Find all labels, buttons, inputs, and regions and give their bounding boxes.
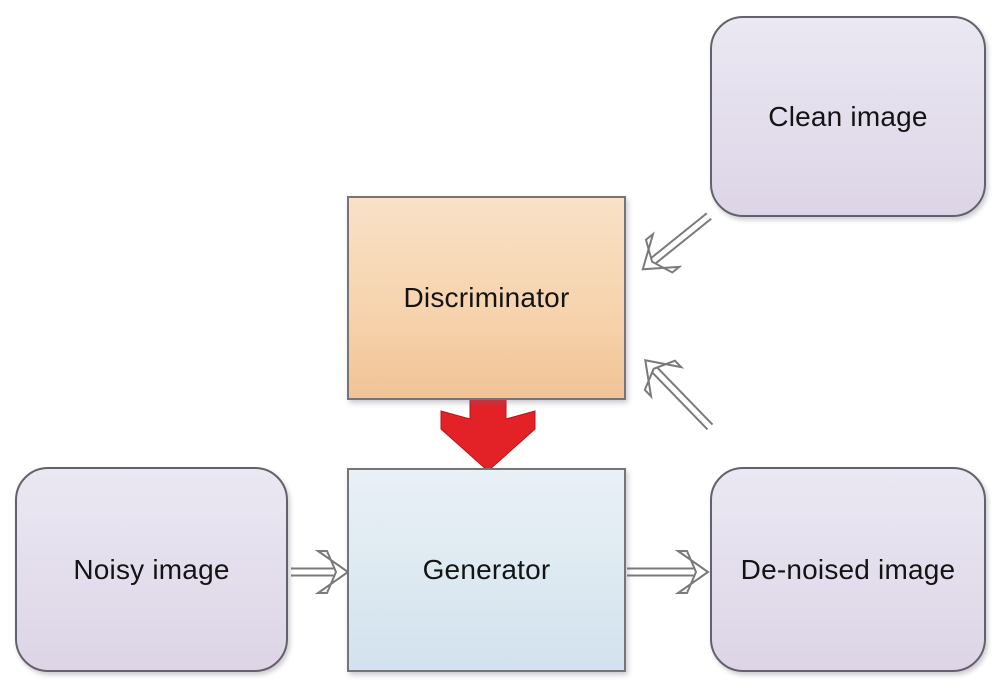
node-discriminator: Discriminator [347,196,626,400]
node-generator: Generator [347,468,626,672]
node-noisy-image: Noisy image [15,467,288,672]
arrow-noisy-to-generator [291,550,350,594]
node-generator-label: Generator [422,554,551,585]
arrow-clean-to-discriminator [641,212,712,274]
node-clean-image: Clean image [710,16,986,217]
node-clean-image-label: Clean image [768,100,928,132]
arrow-generator-to-denoised [627,550,710,594]
node-discriminator-label: Discriminator [403,282,570,313]
node-noisy-image-label: Noisy image [73,553,230,585]
arrow-generated-to-discriminator [643,358,714,431]
arrow-discriminator-to-generator [440,397,536,472]
node-denoised-image: De-noised image [710,467,986,672]
node-denoised-image-label: De-noised image [740,553,956,585]
